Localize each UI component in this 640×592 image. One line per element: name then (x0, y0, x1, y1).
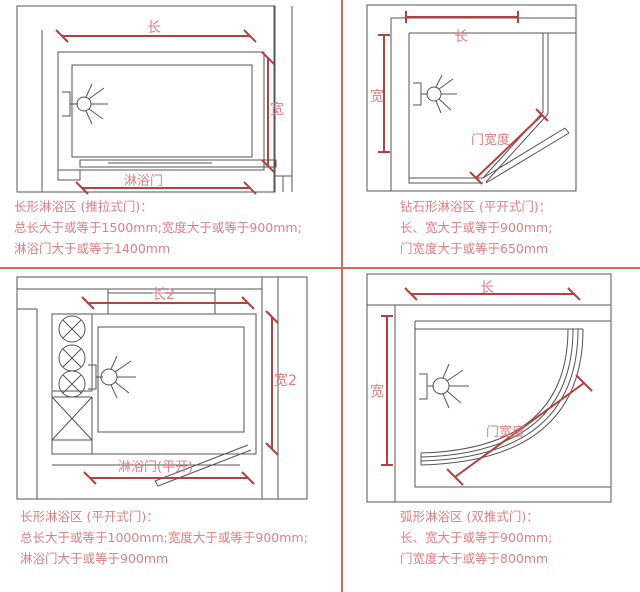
caption-line-3: 淋浴门大于或等于900mm (20, 551, 169, 566)
floorplan-curved-double-sliding (366, 273, 612, 503)
horizontal-divider (0, 267, 640, 269)
label-length: 长 (454, 29, 468, 45)
label-shower-door: 淋浴门 (124, 174, 164, 189)
panel-diamond-swing: 长 宽 门宽度 钻石形淋浴区 (平开式门)： 长、宽大于或等于900mm; 门宽… (343, 0, 640, 267)
dimension-width (378, 34, 390, 153)
swing-door-leaf (154, 444, 252, 487)
dimension-width (261, 51, 275, 173)
floorplan-rectangular-sliding (16, 5, 293, 195)
caption-rectangular-swing: 长形淋浴区 (平开式门)： 总长大于或等于1000mm;宽度大于或等于900mm… (20, 506, 308, 569)
label-width: 宽 (270, 102, 284, 118)
caption-line-2: 长、宽大于或等于900mm; (400, 220, 553, 235)
caption-curved-double-sliding: 弧形淋浴区 (双推式门)： 长、宽大于或等于900mm; 门宽度大于或等于800… (400, 506, 552, 569)
label-door-width: 门宽度 (471, 133, 511, 148)
panel-rectangular-swing: 长2 宽2 淋浴门(平开) 长形淋浴区 (平开式门)： 总长大于或等于1000m… (0, 269, 341, 592)
dimension-width (265, 310, 279, 456)
vertical-divider (341, 0, 343, 592)
label-width: 宽2 (274, 373, 297, 389)
caption-title: 长形淋浴区 (推拉式门)： (14, 199, 153, 214)
dimension-length (405, 11, 519, 23)
caption-line-3: 淋浴门大于或等于1400mm (14, 241, 171, 256)
label-length: 长 (480, 280, 494, 296)
caption-line-2: 总长大于或等于1000mm;宽度大于或等于900mm; (20, 530, 308, 545)
dimension-shower-door (75, 181, 257, 195)
shower-head-icon (88, 355, 136, 399)
shower-head-icon (62, 83, 108, 125)
floorplan-rectangular-swing (16, 276, 308, 500)
curved-glass-panels (420, 328, 584, 466)
caption-line-3: 门宽度大于或等于800mm (400, 551, 549, 566)
label-width: 宽 (370, 384, 384, 400)
dimension-door-width (469, 108, 549, 185)
label-length: 长 (147, 20, 161, 36)
dimension-door-width (446, 374, 593, 486)
label-door-width: 门宽度 (486, 425, 526, 440)
panel-rectangular-sliding: 长 宽 淋浴门 长形淋浴区 (推拉式门)： 总长大于或等于1500mm;宽度大于… (0, 0, 341, 267)
floorplan-diamond-swing (366, 4, 577, 192)
caption-title: 弧形淋浴区 (双推式门)： (400, 509, 539, 524)
caption-line-2: 长、宽大于或等于900mm; (400, 530, 553, 545)
caption-rectangular-sliding: 长形淋浴区 (推拉式门)： 总长大于或等于1500mm;宽度大于或等于900mm… (14, 196, 302, 259)
dimension-length (404, 287, 581, 301)
caption-line-3: 门宽度大于或等于650mm (400, 241, 549, 256)
caption-title: 钻石形淋浴区 (平开式门)： (400, 199, 552, 214)
caption-diamond-swing: 钻石形淋浴区 (平开式门)： 长、宽大于或等于900mm; 门宽度大于或等于65… (400, 196, 552, 259)
dimension-length (81, 296, 255, 310)
panel-curved-double-sliding: 长 宽 门宽度 弧形淋浴区 (双推式门)： 长、宽大于或等于900mm; 门宽度… (343, 269, 640, 592)
label-shower-door: 淋浴门(平开) (118, 460, 194, 475)
caption-line-2: 总长大于或等于1500mm;宽度大于或等于900mm; (14, 220, 302, 235)
shower-head-icon (419, 363, 469, 409)
fixture-circles-icon (58, 315, 86, 398)
shower-head-icon (413, 74, 457, 114)
swing-door-leaf (482, 127, 570, 184)
dimension-shower-door (83, 471, 255, 485)
dimension-length (55, 29, 257, 43)
dimension-width (381, 315, 393, 466)
label-width: 宽 (370, 89, 384, 105)
caption-title: 长形淋浴区 (平开式门)： (20, 509, 159, 524)
label-length: 长2 (152, 287, 175, 303)
